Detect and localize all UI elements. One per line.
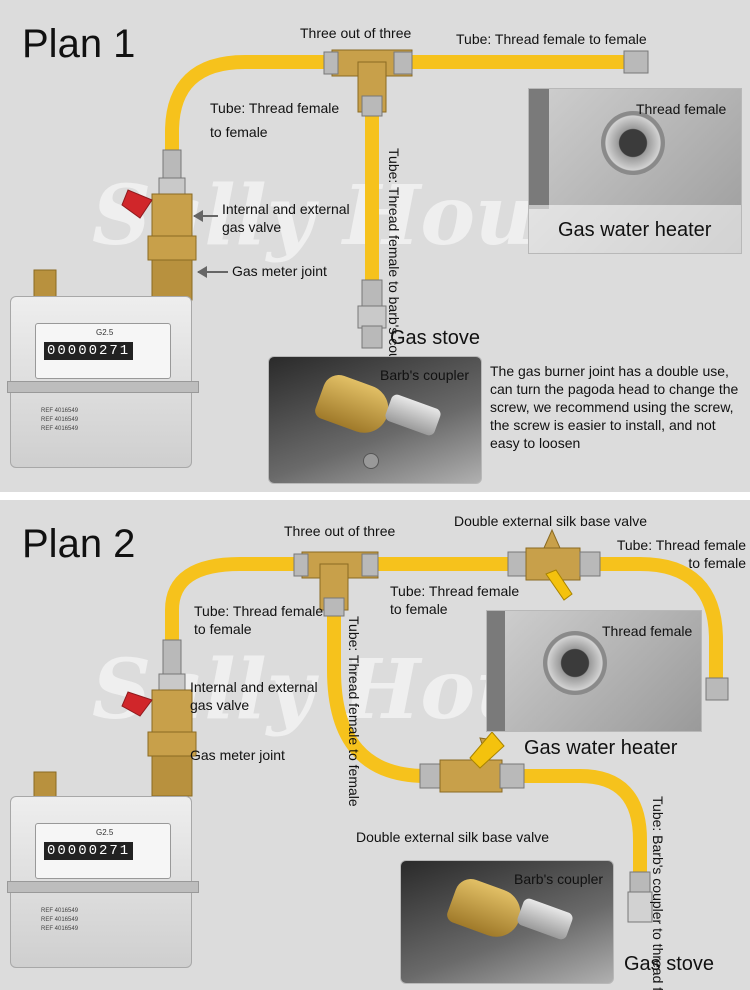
plan2-valve-label: Internal and external gas valve — [190, 679, 318, 713]
plan1-title: Plan 1 — [22, 22, 136, 66]
plan2-meter-digits: 00000271 — [44, 842, 134, 860]
plan1-tube-vertical-text: Tube: Thread female to barb's coupler — [386, 148, 402, 385]
plan2-meter-dial: 00000271 G2.5 — [35, 823, 171, 879]
plan1-meter-band — [7, 381, 199, 393]
plan1-coupler-inset — [268, 356, 482, 484]
plan1-tube-left-label: Tube: Thread female to female — [210, 100, 340, 140]
plan1-meter-model: G2.5 — [96, 328, 114, 337]
plan2-heater-inset-label: Thread female — [602, 623, 693, 639]
plan2-title: Plan 2 — [22, 522, 136, 566]
plan2-panel: Sally House — [0, 500, 750, 990]
plan1-coupler-barb — [383, 392, 443, 438]
plan1-meter-dial: 00000271 G2.5 — [35, 323, 171, 379]
plan1-coupler-inset-label: Barb's coupler — [380, 367, 470, 383]
plan2-tube-vertical-text: Tube: Thread female to female — [346, 616, 362, 807]
plan1-meter-joint-label: Gas meter joint — [232, 263, 327, 279]
plan2-valve-top-label: Double external silk base valve — [454, 513, 647, 529]
plan2-meter-serial: REF 4016549 — [41, 908, 79, 914]
plan2-heater-edge — [487, 611, 505, 731]
plan2-heater-inset — [486, 610, 702, 732]
plan1-meter-serial: REF 4016549 — [41, 408, 79, 414]
plan2-tube-left-label: Tube: Thread female to female — [194, 603, 324, 637]
plan2-gas-meter: 00000271 G2.5 REF 4016549 REF 4016549 RE… — [7, 796, 199, 968]
plan1-tube-vertical-label: Tube: Thread female to barb's coupler — [386, 148, 402, 384]
plan2-tube-middle-label: Tube: Thread female to female — [390, 583, 520, 617]
plan1-pipe-diagram — [33, 49, 649, 349]
plan2-tube-bottom-right-text: Tube: Barb's coupler to thread female — [650, 796, 666, 990]
plan1-valve-arrow — [193, 210, 218, 222]
plan1-screw — [363, 453, 379, 469]
plan2-meter-serial: REF 4016549 — [41, 926, 79, 932]
plan1-heater-inset — [528, 88, 742, 254]
plan2-tube-bottom-right-label: Tube: Barb's coupler to thread female — [650, 796, 666, 990]
plan2-heater-label: Gas water heater — [524, 737, 678, 759]
plan2-coupler-inset — [400, 860, 614, 984]
plan1-panel: Sally House Plan 1 Three out of — [0, 0, 750, 492]
plan1-gas-meter: 00000271 G2.5 REF 4016549 REF 4016549 RE… — [7, 296, 199, 468]
plan1-meter-joint-arrow — [197, 266, 228, 278]
plan1-meter-digits: 00000271 — [44, 342, 134, 360]
plan2-coupler-inset-label: Barb's coupler — [514, 871, 604, 887]
plan1-heater-inset-label: Thread female — [636, 101, 727, 117]
plan2-meter-serials: REF 4016549 REF 4016549 REF 4016549 — [41, 907, 78, 934]
plan2-stove-label: Gas stove — [624, 953, 715, 975]
plan2-pipe-diagram — [33, 528, 729, 923]
plan1-meter-serials: REF 4016549 REF 4016549 REF 4016549 — [41, 407, 78, 434]
plan2-tee-label: Three out of three — [284, 523, 396, 539]
plan2-valve-bottom-label: Double external silk base valve — [356, 829, 549, 845]
plan2-thread-fitting — [543, 631, 607, 695]
plan1-meter-serial: REF 4016549 — [41, 426, 79, 432]
plan1-meter-serial: REF 4016549 — [41, 417, 79, 423]
plan2-meter-model: G2.5 — [96, 828, 114, 837]
plan1-thread-fitting — [601, 111, 665, 175]
plan1-heater-edge — [529, 89, 549, 209]
plan1-valve-label: Internal and external gas valve — [222, 201, 350, 235]
plan2-tube-vertical-label: Tube: Thread female to female — [346, 616, 362, 807]
plan2-meter-band — [7, 881, 199, 893]
plan1-tee-label: Three out of three — [300, 25, 412, 41]
plan1-heater-label: Gas water heater — [558, 219, 712, 241]
plan1-note: The gas burner joint has a double use, c… — [490, 363, 739, 451]
plan2-meter-serial: REF 4016549 — [41, 917, 79, 923]
plan1-tube-top-right-label: Tube: Thread female to female — [456, 31, 647, 47]
plan2-tube-far-right-label: Tube: Thread female to female — [616, 537, 746, 571]
plan2-meter-joint-label: Gas meter joint — [190, 747, 285, 763]
plan1-stove-label: Gas stove — [390, 327, 481, 349]
plan1-heater-caption-band — [529, 205, 741, 253]
plan2-coupler-barb — [515, 896, 575, 942]
